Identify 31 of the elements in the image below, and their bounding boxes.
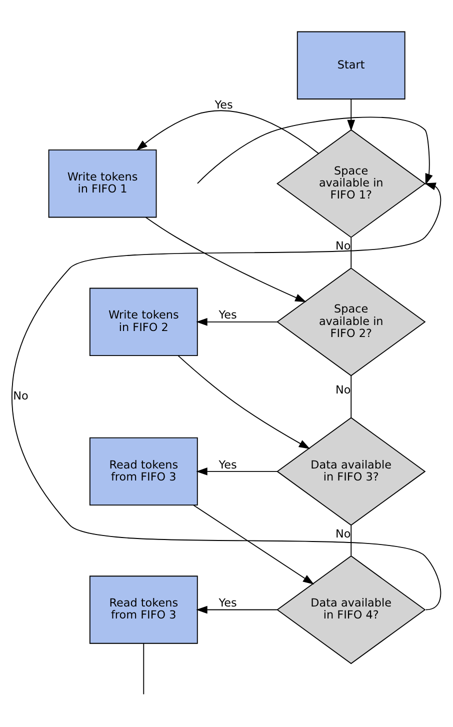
connector <box>350 375 352 418</box>
arrow <box>178 355 310 450</box>
arrow <box>11 182 442 610</box>
edge-label: Yes <box>218 458 237 472</box>
edge-label: No <box>336 527 351 540</box>
node-diamond: Data available in FIFO 4? <box>276 555 426 664</box>
node-box: Read tokens from FIFO 3 <box>89 576 198 644</box>
edge-label: Yes <box>214 98 233 112</box>
node-diamond: Data available in FIFO 3? <box>276 417 426 526</box>
arrow <box>196 318 278 326</box>
edge-label: No <box>336 240 351 253</box>
arrow <box>196 606 278 614</box>
node-box: Read tokens from FIFO 3 <box>89 437 198 506</box>
edge-label: Yes <box>218 596 237 610</box>
arrow <box>197 116 433 185</box>
connector <box>350 237 352 268</box>
edge-label: No <box>336 383 351 396</box>
arrow <box>196 468 278 476</box>
node-diamond: Space available in FIFO 2? <box>276 268 426 376</box>
node-box: Write tokens in FIFO 1 <box>48 150 157 218</box>
connector <box>143 643 144 695</box>
arrow <box>136 110 319 154</box>
arrow <box>193 504 314 584</box>
arrow <box>145 216 306 302</box>
node-diamond: Space available in FIFO 1? <box>276 129 426 238</box>
node-box: Write tokens in FIFO 2 <box>89 288 198 356</box>
connector <box>350 525 352 556</box>
node-box: Start <box>296 31 406 100</box>
edge-label: No <box>13 390 28 403</box>
arrow <box>347 98 356 132</box>
edge-label: Yes <box>218 308 237 322</box>
